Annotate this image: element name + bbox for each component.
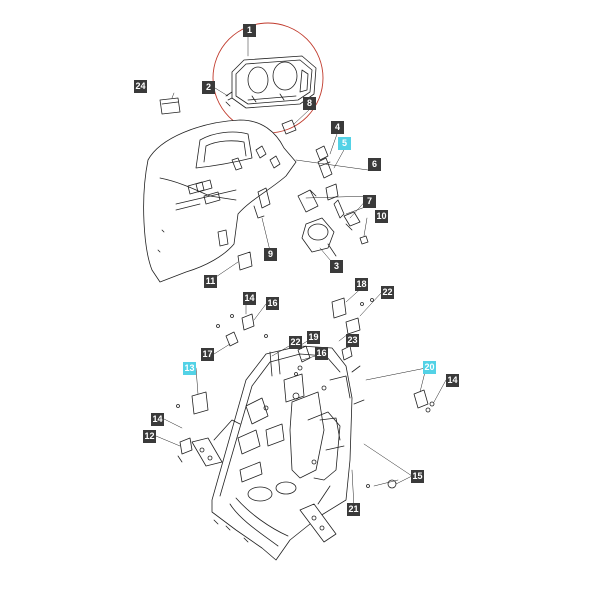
callout-18: 18 (355, 278, 368, 291)
callout-24: 24 (134, 80, 147, 93)
callout-11: 11 (204, 275, 217, 288)
callout-16: 16 (315, 347, 328, 360)
callout-23: 23 (346, 334, 359, 347)
callout-15: 15 (411, 470, 424, 483)
callout-14: 14 (151, 413, 164, 426)
dash-cover (143, 119, 297, 283)
callout-20: 20 (423, 361, 436, 374)
brake-pedal-right (299, 485, 337, 543)
callout-1: 1 (243, 24, 256, 37)
callout-12: 12 (143, 430, 156, 443)
callout-3: 3 (330, 260, 343, 273)
callout-22: 22 (381, 286, 394, 299)
callout-7: 7 (363, 195, 376, 208)
callout-16: 16 (266, 297, 279, 310)
callout-13: 13 (183, 362, 196, 375)
callout-22: 22 (289, 336, 302, 349)
upper-components (159, 97, 369, 271)
instrument-cluster (225, 55, 317, 109)
callout-17: 17 (201, 348, 214, 361)
callout-2: 2 (202, 81, 215, 94)
callout-14: 14 (446, 374, 459, 387)
callout-8: 8 (303, 97, 316, 110)
callout-9: 9 (264, 248, 277, 261)
callout-5: 5 (338, 137, 351, 150)
callout-6: 6 (368, 158, 381, 171)
callout-4: 4 (331, 121, 344, 134)
pedal-frame (211, 345, 365, 561)
callout-21: 21 (347, 503, 360, 516)
brake-pedal-left (191, 419, 241, 467)
callout-14: 14 (243, 292, 256, 305)
callout-19: 19 (307, 331, 320, 344)
callout-10: 10 (375, 210, 388, 223)
